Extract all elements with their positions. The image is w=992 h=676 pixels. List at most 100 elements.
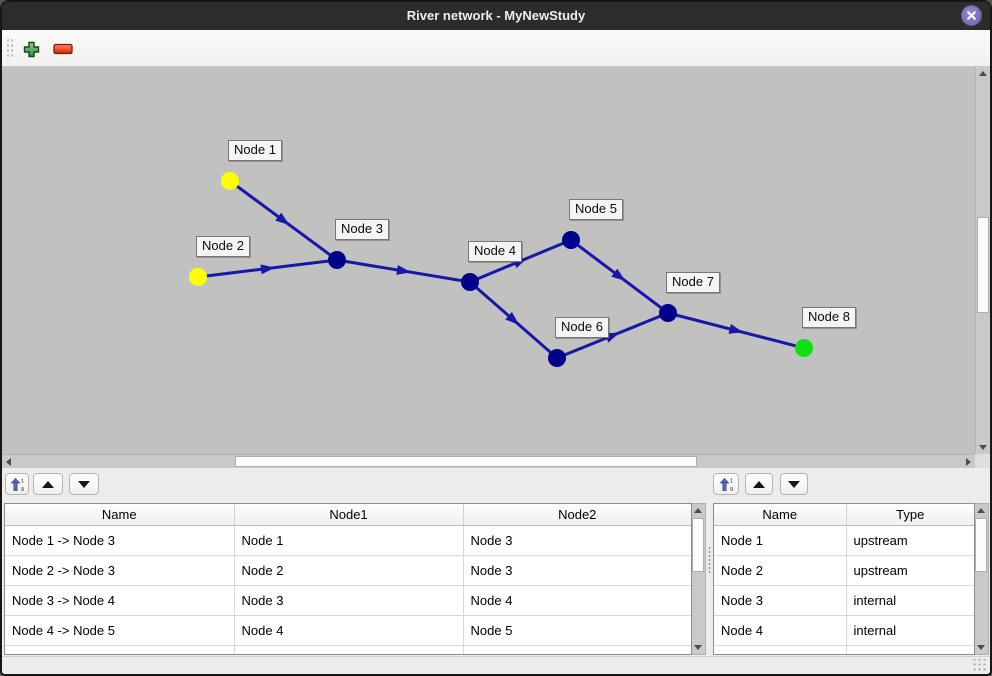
resize-grip[interactable] <box>973 659 987 672</box>
main-toolbar <box>2 30 990 67</box>
panel-splitter[interactable] <box>706 468 713 656</box>
scroll-down-icon[interactable] <box>975 641 987 654</box>
scroll-left-icon[interactable] <box>2 455 15 468</box>
triangle-up-icon <box>42 480 54 488</box>
node-move-down-button[interactable] <box>780 473 808 495</box>
table-cell[interactable]: Node 3 <box>714 585 847 616</box>
edge-arrow-icon <box>260 264 275 275</box>
edge-arrow-icon <box>275 212 290 225</box>
table-cell[interactable]: Node 2 -> Node 3 <box>5 555 235 586</box>
table-cell[interactable]: Node 4 <box>714 615 847 646</box>
table-cell[interactable] <box>5 645 235 654</box>
svg-text:1: 1 <box>730 478 733 484</box>
node-sort-button[interactable]: 1 9 <box>713 473 739 495</box>
node-circle[interactable] <box>221 172 239 190</box>
node-table-scrollbar[interactable] <box>975 503 989 655</box>
node-label: Node 1 <box>228 140 282 161</box>
table-cell[interactable]: internal <box>846 585 974 616</box>
node-label: Node 8 <box>802 307 856 328</box>
scroll-down-icon[interactable] <box>976 441 990 454</box>
canvas-vertical-scrollbar[interactable] <box>975 67 990 454</box>
table-cell[interactable]: upstream <box>846 525 974 556</box>
table-cell[interactable] <box>846 645 974 654</box>
table-cell[interactable]: Node 1 <box>234 525 464 556</box>
toolbar-drag-handle[interactable] <box>6 38 13 59</box>
scroll-up-icon[interactable] <box>975 504 987 517</box>
plus-icon <box>23 41 39 57</box>
table-cell[interactable]: Node 4 <box>463 585 691 616</box>
edge-arrow-icon <box>728 324 744 334</box>
table-cell[interactable] <box>714 645 847 654</box>
triangle-down-icon <box>78 480 90 488</box>
node-label: Node 5 <box>569 199 623 220</box>
scroll-up-icon[interactable] <box>976 67 990 80</box>
triangle-down-icon <box>788 480 800 488</box>
node-circle[interactable] <box>461 273 479 291</box>
reach-scroll-thumb[interactable] <box>692 518 704 572</box>
node-circle[interactable] <box>795 339 813 357</box>
table-cell[interactable] <box>234 645 464 654</box>
table-cell[interactable]: Node 2 <box>714 555 847 586</box>
scroll-up-icon[interactable] <box>692 504 704 517</box>
table-row-empty[interactable] <box>714 645 974 654</box>
table-cell[interactable] <box>463 645 691 654</box>
reach-move-down-button[interactable] <box>69 473 99 495</box>
node-move-up-button[interactable] <box>745 473 773 495</box>
table-cell[interactable]: Node 3 -> Node 4 <box>5 585 235 616</box>
table-cell[interactable]: Node 4 <box>234 615 464 646</box>
column-header[interactable]: Name <box>714 504 847 526</box>
table-cell[interactable]: internal <box>846 615 974 646</box>
table-cell[interactable]: Node 1 -> Node 3 <box>5 525 235 556</box>
reach-table-scrollbar[interactable] <box>692 503 706 655</box>
node-label: Node 7 <box>666 272 720 293</box>
table-cell[interactable]: Node 1 <box>714 525 847 556</box>
table-cell[interactable]: Node 3 <box>463 525 691 556</box>
minus-icon <box>53 43 73 55</box>
table-row-empty[interactable] <box>5 645 691 654</box>
scroll-right-icon[interactable] <box>962 455 975 468</box>
reach-sort-button[interactable]: 1 9 <box>5 473 29 495</box>
add-node-button[interactable] <box>20 38 42 60</box>
remove-node-button[interactable] <box>52 38 74 60</box>
close-button[interactable] <box>961 5 982 26</box>
node-circle[interactable] <box>548 349 566 367</box>
column-header[interactable]: Node1 <box>234 504 464 526</box>
node-label: Node 6 <box>555 317 609 338</box>
table-cell[interactable]: Node 2 <box>234 555 464 586</box>
canvas-hscroll-thumb[interactable] <box>235 456 697 467</box>
scroll-down-icon[interactable] <box>692 641 704 654</box>
table-cell[interactable]: Node 4 -> Node 5 <box>5 615 235 646</box>
node-circle[interactable] <box>562 231 580 249</box>
canvas-horizontal-scrollbar[interactable] <box>2 454 975 468</box>
table-cell[interactable]: upstream <box>846 555 974 586</box>
column-header[interactable]: Type <box>846 504 974 526</box>
titlebar[interactable]: River network - MyNewStudy <box>2 2 990 30</box>
table-cell[interactable]: Node 3 <box>463 555 691 586</box>
node-circle[interactable] <box>189 268 207 286</box>
node-label: Node 4 <box>468 241 522 262</box>
column-header[interactable]: Name <box>5 504 235 526</box>
triangle-up-icon <box>753 480 765 488</box>
node-label: Node 3 <box>335 219 389 240</box>
canvas-vscroll-thumb[interactable] <box>977 217 989 313</box>
node-scroll-thumb[interactable] <box>975 518 987 572</box>
node-circle[interactable] <box>659 304 677 322</box>
reach-move-up-button[interactable] <box>33 473 63 495</box>
node-circle[interactable] <box>328 251 346 269</box>
column-header[interactable]: Node2 <box>463 504 691 526</box>
table-cell[interactable]: Node 3 <box>234 585 464 616</box>
table-cell[interactable]: Node 5 <box>463 615 691 646</box>
